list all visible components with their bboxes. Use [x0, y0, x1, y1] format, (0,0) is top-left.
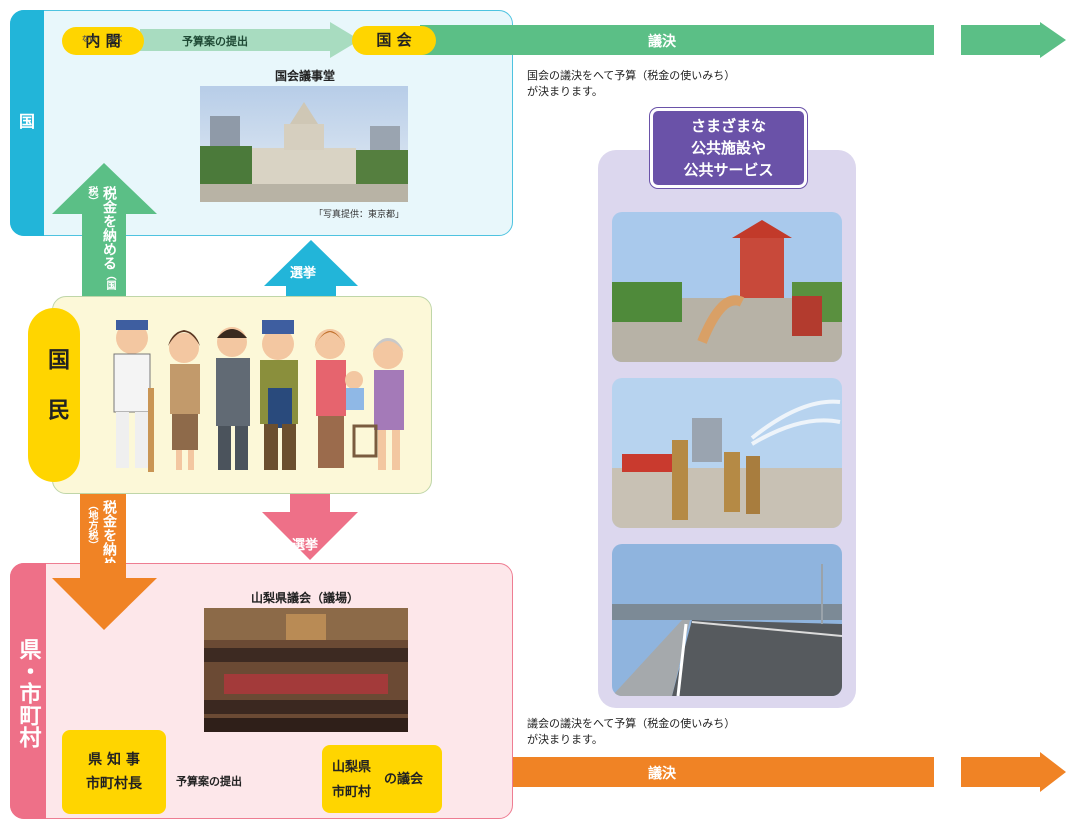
- local-resolution-bar: [430, 757, 934, 787]
- national-tab-label: 国: [18, 112, 35, 131]
- local-resolution-arrowhead: [961, 752, 1066, 792]
- local-assembly-box: 山梨県 市町村 の議会: [322, 745, 442, 813]
- local-note: 議会の議決をへて予算（税金の使いみち） が決まります。: [527, 716, 735, 748]
- local-assembly-suffix: の議会: [384, 772, 424, 787]
- diet-building-photo: [200, 86, 408, 202]
- national-resolution-arrowhead: [961, 22, 1066, 58]
- local-tab: [10, 563, 46, 819]
- tax-local-arrow-overlay: [52, 563, 157, 630]
- cabinet-pill: ない かく 内 閣: [62, 27, 144, 55]
- local-submission-label: 予算案の提出: [176, 775, 242, 788]
- person-baseball-player: [113, 320, 154, 472]
- local-resolution-label: 議決: [648, 766, 676, 782]
- assembly-caption: 山梨県議会（議場）: [250, 591, 359, 605]
- tax-national-sub: （国税）: [86, 186, 115, 290]
- executive-mayor: 市町村長: [86, 776, 142, 792]
- person-elderly-woman: [352, 338, 404, 470]
- tax-national-label: 税金を納める（国税）: [82, 186, 118, 296]
- person-office-woman: [168, 330, 200, 470]
- diet-label: 国 会: [376, 31, 412, 49]
- cabinet-ruby-2: かく: [110, 35, 124, 43]
- person-mother-with-child: [314, 329, 364, 468]
- tax-local-main: 税金を: [101, 500, 117, 542]
- services-title-line-3: 公共サービス: [683, 161, 774, 179]
- tax-local-sub: （地方税）: [86, 500, 97, 550]
- national-note-line-2: が決まります。: [527, 85, 603, 98]
- services-title-line-2: 公共施設や: [690, 139, 766, 157]
- executive-governor: 県 知 事: [88, 752, 140, 768]
- national-tab: [10, 10, 44, 236]
- national-note: 国会の議決をへて予算（税金の使いみち） が決まります。: [527, 68, 735, 100]
- tax-national-arrow: [52, 163, 157, 296]
- local-assembly-line2: 市町村: [332, 785, 372, 800]
- highway-photo: [612, 544, 842, 696]
- election-down-label: 選挙: [292, 538, 319, 553]
- local-assembly-line1: 山梨県: [332, 760, 372, 775]
- national-submission-label: 予算案の提出: [182, 35, 248, 48]
- cabinet-label: 内 閣: [85, 32, 121, 50]
- tax-national-main: 税金を: [101, 186, 117, 228]
- national-resolution-bar: [420, 25, 934, 55]
- diet-pill: 国 会: [352, 26, 436, 55]
- local-note-line-2: が決まります。: [527, 733, 603, 746]
- diet-building-caption: 国会議事堂: [274, 69, 335, 83]
- person-businessman: [216, 327, 250, 470]
- citizens-pill: [28, 308, 80, 482]
- citizens-illustration: [113, 320, 404, 472]
- election-up-arrow: [264, 240, 358, 296]
- local-tab-label: 県・市町村: [10, 638, 46, 754]
- citizens-label-text: 国民: [44, 348, 69, 448]
- election-down-arrow: [262, 494, 358, 560]
- citizens-label: 国民: [28, 348, 80, 470]
- local-note-line-1: 議会の議決をへて予算（税金の使いみち）: [527, 717, 736, 730]
- election-up-label: 選挙: [290, 266, 317, 281]
- services-title: さまざまな 公共施設や 公共サービス: [650, 108, 807, 188]
- national-note-line-1: 国会の議決をへて予算（税金の使いみち）: [527, 69, 736, 82]
- national-submission-arrow: [140, 22, 360, 58]
- assembly-photo: [204, 608, 408, 732]
- local-tab-label-text: 県・市町村: [15, 638, 41, 748]
- tax-national-main2: 納める: [101, 228, 117, 270]
- firefighters-photo: [612, 378, 842, 528]
- services-title-line-1: さまざまな: [690, 117, 766, 135]
- photo-credit: 「写真提供：東京都」: [314, 210, 405, 220]
- person-shopkeeper: [260, 320, 298, 470]
- executive-box: 県 知 事 市町村長: [62, 730, 166, 814]
- playground-photo: [612, 212, 842, 362]
- national-resolution-label: 議決: [648, 34, 676, 50]
- cabinet-ruby-1: ない: [82, 35, 96, 43]
